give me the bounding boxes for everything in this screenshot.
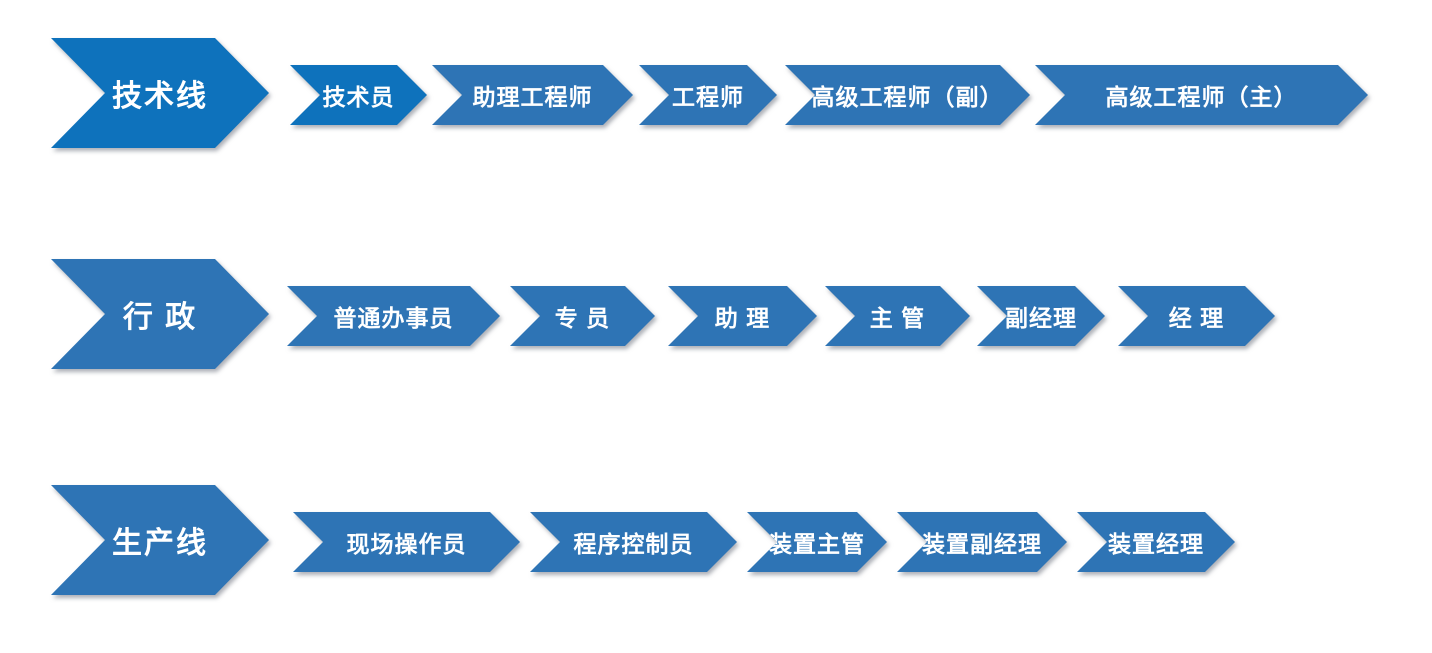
stage-chevron-production-5-label: 装置经理 bbox=[1108, 531, 1204, 557]
stage-chevron-administrative-1: 普通办事员 bbox=[287, 286, 500, 346]
stage-chevron-administrative-6: 经 理 bbox=[1118, 286, 1275, 346]
stage-chevron-technical-1-shape: 技术员 bbox=[290, 65, 427, 125]
stage-chevron-administrative-3-shape: 助 理 bbox=[668, 286, 817, 346]
stage-chevron-administrative-5-label: 副经理 bbox=[1005, 305, 1077, 331]
track-chevron-administrative-label: 行 政 bbox=[122, 301, 198, 334]
track-chevron-technical: 技术线 bbox=[51, 38, 269, 148]
stage-chevron-technical-1-label: 技术员 bbox=[322, 84, 395, 110]
stage-chevron-administrative-5-shape: 副经理 bbox=[977, 286, 1105, 346]
stage-chevron-production-1-shape: 现场操作员 bbox=[293, 512, 520, 572]
stage-chevron-technical-5-shape: 高级工程师（主） bbox=[1035, 65, 1368, 125]
stage-chevron-production-2: 程序控制员 bbox=[530, 512, 737, 572]
stage-chevron-production-1: 现场操作员 bbox=[293, 512, 520, 572]
stage-chevron-production-3: 装置主管 bbox=[747, 512, 887, 572]
stage-chevron-production-2-shape: 程序控制员 bbox=[530, 512, 737, 572]
stage-chevron-technical-3-shape: 工程师 bbox=[639, 65, 777, 125]
stage-chevron-technical-3: 工程师 bbox=[639, 65, 777, 125]
stage-chevron-administrative-3-label: 助 理 bbox=[714, 305, 771, 331]
stage-chevron-technical-1: 技术员 bbox=[290, 65, 427, 125]
stage-chevron-administrative-5: 副经理 bbox=[977, 286, 1105, 346]
stage-chevron-administrative-2-label: 专 员 bbox=[554, 305, 611, 331]
track-chevron-administrative: 行 政 bbox=[51, 259, 269, 369]
stage-chevron-administrative-3: 助 理 bbox=[668, 286, 817, 346]
stage-chevron-administrative-4: 主 管 bbox=[825, 286, 970, 346]
stage-chevron-production-4: 装置副经理 bbox=[897, 512, 1067, 572]
stage-chevron-administrative-6-shape: 经 理 bbox=[1118, 286, 1275, 346]
stage-chevron-administrative-6-label: 经 理 bbox=[1168, 305, 1225, 331]
stage-chevron-production-4-shape: 装置副经理 bbox=[897, 512, 1067, 572]
track-chevron-technical-label: 技术线 bbox=[112, 80, 208, 113]
stage-chevron-production-5-shape: 装置经理 bbox=[1077, 512, 1235, 572]
track-chevron-technical-shape: 技术线 bbox=[51, 38, 269, 148]
stage-chevron-technical-4: 高级工程师（副） bbox=[785, 65, 1030, 125]
stage-chevron-administrative-1-label: 普通办事员 bbox=[333, 305, 454, 331]
track-chevron-administrative-shape: 行 政 bbox=[51, 259, 269, 369]
stage-chevron-production-2-label: 程序控制员 bbox=[573, 531, 694, 557]
track-chevron-production-label: 生产线 bbox=[112, 527, 208, 560]
track-chevron-production-shape: 生产线 bbox=[51, 485, 269, 595]
stage-chevron-technical-2-label: 助理工程师 bbox=[472, 84, 593, 110]
stage-chevron-production-1-label: 现场操作员 bbox=[346, 531, 467, 557]
stage-chevron-technical-2: 助理工程师 bbox=[432, 65, 633, 125]
stage-chevron-technical-5-label: 高级工程师（主） bbox=[1105, 84, 1298, 110]
stage-chevron-technical-4-shape: 高级工程师（副） bbox=[785, 65, 1030, 125]
stage-chevron-administrative-1-shape: 普通办事员 bbox=[287, 286, 500, 346]
stage-chevron-technical-5: 高级工程师（主） bbox=[1035, 65, 1368, 125]
stage-chevron-technical-2-shape: 助理工程师 bbox=[432, 65, 633, 125]
stage-chevron-technical-3-label: 工程师 bbox=[672, 84, 744, 110]
stage-chevron-production-3-label: 装置主管 bbox=[769, 531, 865, 557]
stage-chevron-administrative-2: 专 员 bbox=[510, 286, 655, 346]
stage-chevron-administrative-4-label: 主 管 bbox=[869, 305, 926, 331]
stage-chevron-technical-4-label: 高级工程师（副） bbox=[811, 84, 1004, 110]
stage-chevron-administrative-2-shape: 专 员 bbox=[510, 286, 655, 346]
stage-chevron-administrative-4-shape: 主 管 bbox=[825, 286, 970, 346]
stage-chevron-production-4-label: 装置副经理 bbox=[922, 531, 1042, 557]
stage-chevron-production-5: 装置经理 bbox=[1077, 512, 1235, 572]
track-chevron-production: 生产线 bbox=[51, 485, 269, 595]
stage-chevron-production-3-shape: 装置主管 bbox=[747, 512, 887, 572]
